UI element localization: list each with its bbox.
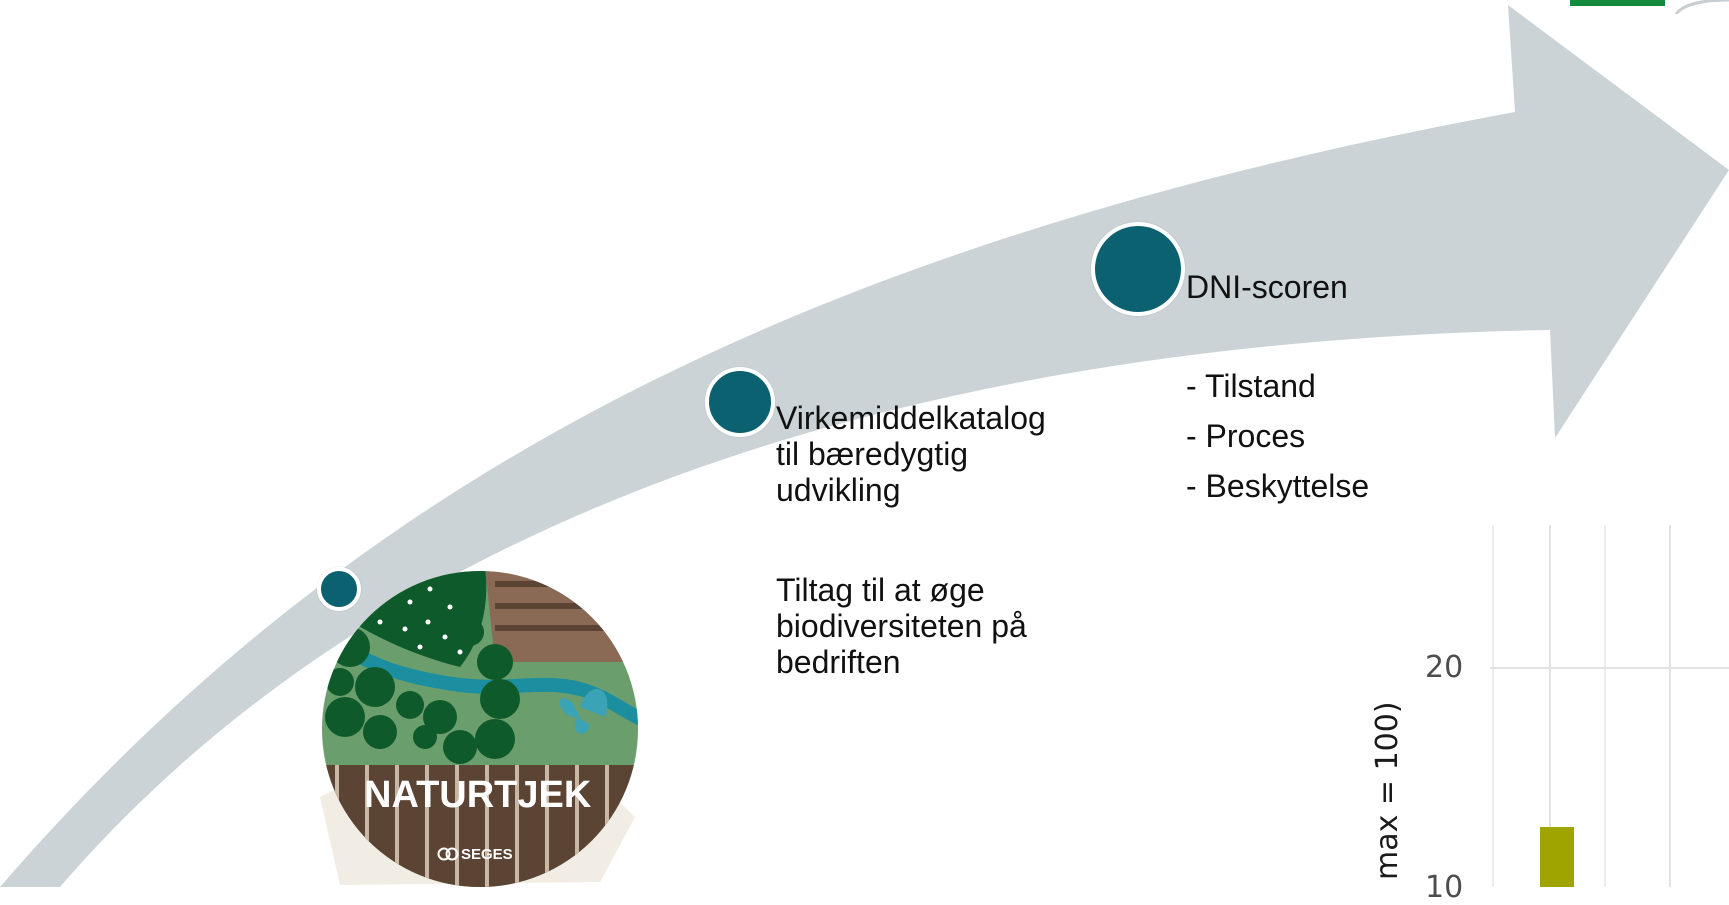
chart-tick-10: 10 — [1425, 870, 1464, 905]
naturtjek-badge — [320, 571, 638, 887]
milestone-description-line-1: Tiltag til at øge — [776, 572, 985, 608]
dni-bullet-proces: - Proces — [1186, 418, 1306, 454]
corner-green-bar — [1570, 0, 1665, 6]
chart-fragment — [1490, 525, 1729, 887]
milestone-dot-large — [1091, 222, 1185, 316]
seges-logo-icon — [437, 847, 459, 861]
badge-logo-text: SEGES — [461, 846, 513, 863]
butterfly-icon — [559, 688, 608, 734]
milestone-dot-small — [317, 567, 361, 611]
dni-bullet-beskyttelse: - Beskyttelse — [1186, 468, 1370, 504]
milestone-description-line-2: biodiversiteten på — [776, 608, 1027, 644]
milestone-title-line-1: Virkemiddelkatalog — [776, 400, 1046, 436]
chart-y-axis-label: max = 100) — [1370, 701, 1405, 880]
chart-grid — [1490, 525, 1729, 887]
badge-title: NATURTJEK — [364, 774, 592, 816]
dni-score-title: DNI-scoren — [1186, 269, 1348, 305]
corner-circle-fragment — [1674, 0, 1729, 14]
milestone-dot-medium — [705, 367, 775, 437]
dni-bullet-tilstand: - Tilstand — [1186, 368, 1316, 404]
milestone-title-line-3: udvikling — [776, 472, 901, 508]
chart-bar — [1540, 827, 1574, 887]
chart-tick-20: 20 — [1425, 650, 1464, 685]
milestone-title-line-2: til bæredygtig — [776, 436, 969, 472]
milestone-description-line-3: bedriften — [776, 644, 901, 680]
